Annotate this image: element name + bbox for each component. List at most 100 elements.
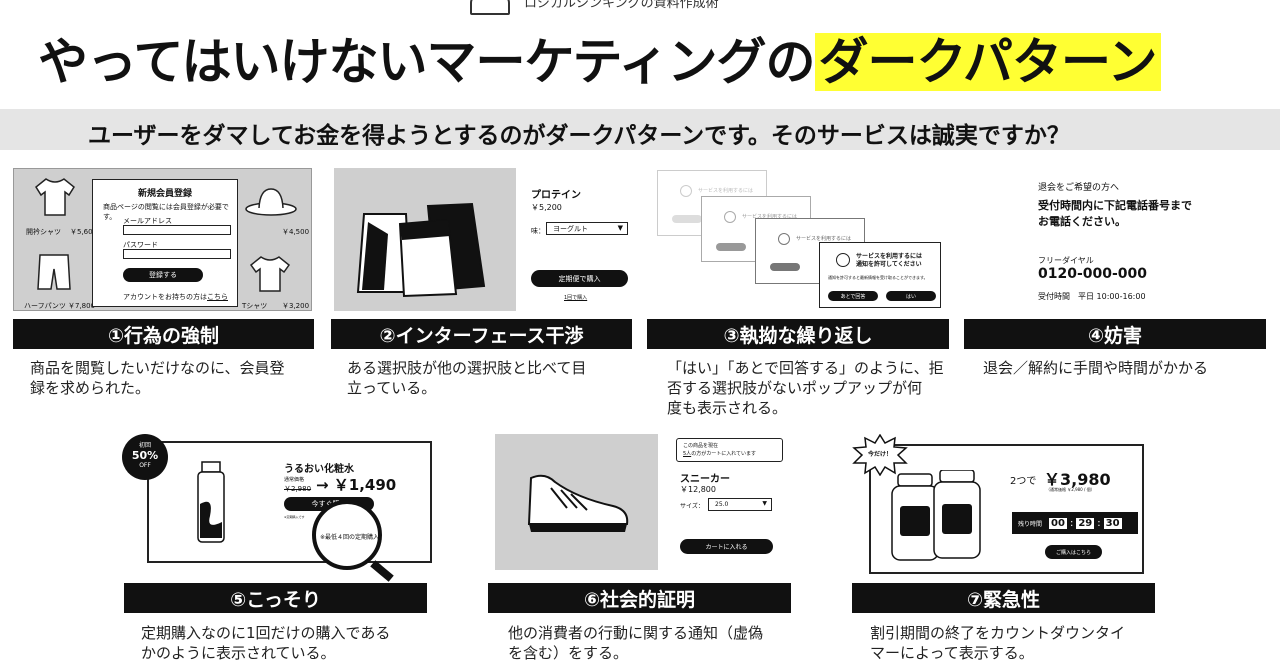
timer-seconds: 30 <box>1103 517 1122 529</box>
starburst-icon <box>852 434 908 476</box>
modal-message: 商品ページの閲覧には会員登録が必要です。 <box>103 203 229 221</box>
product-name: プロテイン <box>531 190 581 201</box>
email-field[interactable] <box>123 225 231 235</box>
magnifier-handle <box>370 560 394 582</box>
register-button[interactable]: 登録する <box>123 268 203 282</box>
badge-percent: 50% <box>131 449 159 462</box>
yes-button[interactable]: はい <box>886 291 936 301</box>
subtitle: ユーザーをダマしてお金を得ようとするのがダークパターンです。そのサービスは誠実で… <box>88 123 1070 149</box>
label-forced-action: ①行為の強制 <box>13 319 314 349</box>
tshirt-icon <box>249 256 291 292</box>
bell-icon <box>778 233 790 245</box>
popup-faint-text: サービスを利用するには <box>796 236 852 242</box>
flavor-select[interactable]: ヨーグルト▼ <box>546 222 628 235</box>
popup-front: サービスを利用するには 通知を許可してください 通知を許可すると最新情報を受け取… <box>819 242 941 308</box>
product-name: スニーカー <box>680 474 730 485</box>
hat-icon <box>245 188 297 216</box>
protein-bags-icon <box>356 202 486 298</box>
bell-icon <box>836 253 850 267</box>
timer-hours: 00 <box>1049 517 1067 529</box>
subtitle-bar <box>0 109 1280 150</box>
panel-nagging: サービスを利用するには サービスを利用するには サービスを利用するには サービス… <box>655 168 945 311</box>
freedial-label: フリーダイヤル <box>1038 256 1094 265</box>
label-social-proof: ⑥社会的証明 <box>488 583 791 613</box>
lotion-bottle-icon <box>197 461 225 543</box>
cancel-heading: 退会をご希望の方へ <box>1038 183 1120 193</box>
timer-minutes: 29 <box>1076 517 1095 529</box>
orig-price: ￥2,980 <box>284 485 312 493</box>
purchase-button[interactable]: ご購入はこちら <box>1045 545 1102 559</box>
chevron-down-icon: ▼ <box>762 500 767 507</box>
hours-value: 平日 10:00-16:00 <box>1078 292 1146 301</box>
subscribe-button[interactable]: 定期便で購入 <box>531 270 628 287</box>
title-main: やってはいけないマーケティングの <box>38 33 815 91</box>
product-price: ￥12,800 <box>680 485 716 494</box>
burst-text: 今だけ！ <box>867 451 892 458</box>
notice-line-1: この商品を現在 <box>683 443 719 449</box>
social-notice: この商品を現在 5人の方がカートに入れています <box>676 438 783 462</box>
desc-social-proof: 他の消費者の行動に関する通知（虚偽 を含む）をする。 <box>508 624 764 662</box>
shorts-icon <box>37 254 71 290</box>
account-link[interactable]: こちら <box>207 293 228 301</box>
modal-title: 新規会員登録 <box>137 189 192 199</box>
hours-label: 受付時間 <box>1038 292 1070 301</box>
cancel-instruction: 受付時間内に下記電話番号まで お電話ください。 <box>1038 199 1192 228</box>
bell-icon <box>680 185 692 197</box>
later-button[interactable]: あとで回答 <box>828 291 878 301</box>
desc-forced-action: 商品を閲覧したいだけなのに、会員登 録を求められた。 <box>30 359 285 397</box>
badge-off: OFF <box>139 462 151 469</box>
countdown-timer: 残り時間 00 : 29 : 30 <box>1012 512 1138 534</box>
logo-icon <box>470 0 510 15</box>
bundle-price: ￥3,980 <box>1044 470 1111 489</box>
page-title: やってはいけないマーケティングのダークパターン <box>38 22 1161 94</box>
badge-top: 初回 <box>138 442 151 449</box>
password-field[interactable] <box>123 249 231 259</box>
phone-number: 0120-000-000 <box>1038 266 1148 282</box>
desc-urgency: 割引期間の終了をカウントダウンタイ マーによって表示する。 <box>870 624 1126 662</box>
item-price-2: ￥7,800 <box>68 302 96 310</box>
product-name: うるおい化粧水 <box>284 464 354 475</box>
flavor-value: ヨーグルト <box>553 225 588 233</box>
label-nagging: ③執拗な繰り返し <box>647 319 949 349</box>
flavor-label: 味： <box>531 227 545 235</box>
item-price-4: ￥3,200 <box>282 302 310 310</box>
panel-social-proof <box>495 434 658 570</box>
popup-line-1: サービスを利用するには <box>856 253 923 260</box>
add-to-cart-button[interactable]: カートに入れる <box>680 539 773 554</box>
size-label: サイズ： <box>680 503 704 510</box>
account-text: アカウントをお持ちの方は <box>123 293 207 301</box>
quantity-label: 2つで <box>1010 476 1037 487</box>
hours-line: 受付時間 平日 10:00-16:00 <box>1038 291 1146 302</box>
label-interface-interference: ②インターフェース干渉 <box>331 319 632 349</box>
notice-line-2: の方がカートに入れています <box>691 451 757 457</box>
password-label: パスワード <box>123 241 158 249</box>
faint-button <box>672 215 702 223</box>
desc-sneaking: 定期購入なのに1回だけの購入である かのように表示されている。 <box>141 624 391 662</box>
product-price: ￥5,200 <box>531 203 562 212</box>
size-value: 25.0 <box>715 501 729 508</box>
one-time-link[interactable]: 1回で購入 <box>564 295 588 301</box>
size-select[interactable]: 25.0 ▼ <box>708 498 772 511</box>
popup-line-2: 通知を許可してください <box>856 261 922 268</box>
label-urgency: ⑦緊急性 <box>852 583 1155 613</box>
magnifier-icon: ※最低４回の定期購入が必要です <box>312 500 382 570</box>
notice-count: 5人 <box>683 451 692 457</box>
top-caption: ロジカルシンキングの資料作成術 <box>470 0 719 15</box>
faint-button <box>770 263 800 271</box>
shirt-icon <box>35 178 75 216</box>
popup-faint-text: サービスを利用するには <box>742 214 798 220</box>
item-price-3: ￥4,500 <box>282 228 310 236</box>
top-caption-text: ロジカルシンキングの資料作成術 <box>524 0 719 11</box>
item-price-1: ￥5,600 <box>70 228 98 236</box>
item-name-4: Tシャツ <box>242 302 268 310</box>
bell-icon <box>724 211 736 223</box>
orig-price-label: 通常価格 <box>284 477 305 483</box>
desc-interface-interference: ある選択肢が他の選択肢と比べて目 立っている。 <box>347 359 587 397</box>
regular-price: （通常価格 ￥2,980 / 個） <box>1046 487 1095 492</box>
popup-faint-text: サービスを利用するには <box>698 188 754 194</box>
fine-print: ※定期購入です <box>284 515 305 519</box>
desc-nagging: 「はい」「あとで回答する」のように、拒 否する選択肢がないポップアップが何 度も… <box>667 359 944 417</box>
magnified-text: ※最低４回の定期購入が必要です <box>320 534 380 541</box>
discount-badge: 初回 50% OFF <box>122 434 168 480</box>
panel-forced-action: 開衿シャツ ￥5,600 ハーフパンツ ￥7,800 ￥4,500 Tシャツ ￥… <box>13 168 312 311</box>
